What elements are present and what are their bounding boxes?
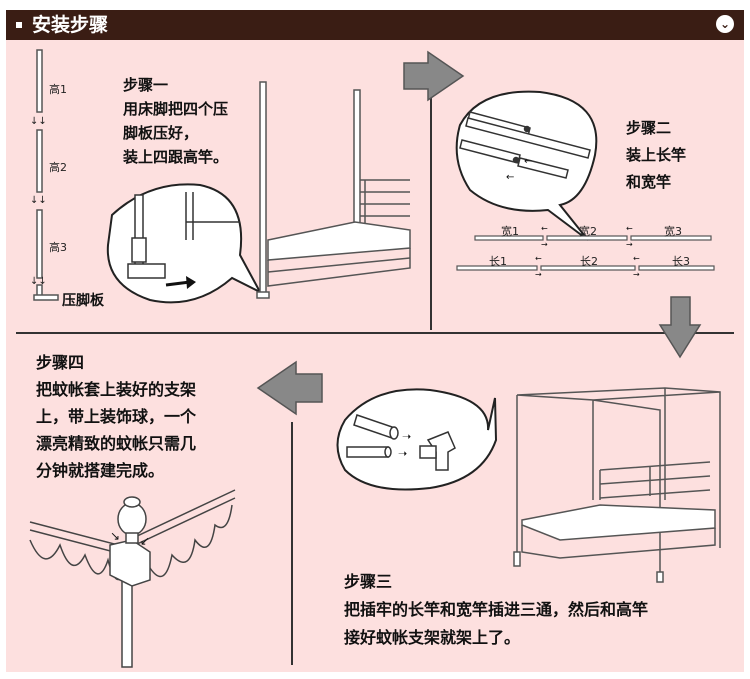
step1-line-3: 装上四跟高竿。: [123, 148, 229, 166]
svg-text:→: →: [626, 240, 633, 249]
step3-line-1: 把插牢的长竿和宽竿插进三通，然后和高竿: [344, 600, 649, 619]
step2-line-1: 装上长竿: [626, 146, 687, 164]
section-header: 安装步骤 ⌄: [6, 10, 744, 40]
step3-title: 步骤三: [344, 572, 393, 591]
svg-text:→: →: [633, 270, 640, 279]
length-rod-label-3: 长3: [672, 255, 690, 268]
step4-line-4: 分钟就搭建完成。: [36, 461, 165, 480]
step1-bed-illustration: [256, 81, 411, 299]
svg-text:↓↓: ↓↓: [30, 276, 47, 287]
length-rod-label-2: 长2: [580, 255, 598, 268]
step4-line-1: 把蚊帐套上装好的支架: [36, 380, 197, 399]
gray-arrow-right-icon: [403, 50, 465, 102]
svg-text:➝: ➝: [402, 430, 411, 443]
width-rod-label-2: 宽2: [579, 225, 597, 238]
svg-text:→: →: [541, 240, 548, 249]
gray-arrow-down-icon: [658, 296, 702, 359]
step4-canopy-corner: [29, 489, 236, 668]
step1-zoom-bubble: [106, 183, 263, 304]
width-rod-label-3: 宽3: [664, 225, 682, 238]
svg-text:←: ←: [524, 156, 532, 167]
svg-text:←: ←: [506, 172, 514, 183]
length-rod-label-1: 长1: [489, 255, 507, 268]
step4-title: 步骤四: [36, 353, 85, 372]
step2-length-rods: [456, 265, 715, 271]
step2-title: 步骤二: [626, 119, 672, 137]
svg-text:→: →: [535, 270, 542, 279]
header-bullet: [16, 22, 22, 28]
step2-width-rods: [474, 235, 712, 241]
step3-line-2: 接好蚊帐支架就架上了。: [344, 628, 521, 647]
chevron-down-icon[interactable]: ⌄: [716, 15, 734, 33]
svg-text:➝: ➝: [398, 447, 407, 460]
step2-zoom-bubble: ← ←: [455, 90, 598, 241]
step2-rod-arrows: →← →← →← →←: [535, 224, 640, 279]
step1-title: 步骤一: [123, 76, 169, 94]
svg-text:←: ←: [633, 254, 640, 263]
step1-line-2: 脚板压好，: [123, 124, 199, 142]
svg-text:↘: ↘: [110, 529, 120, 543]
svg-text:←: ←: [535, 254, 542, 263]
svg-text:←: ←: [541, 224, 548, 233]
svg-text:↙: ↙: [140, 534, 150, 548]
section-title: 安装步骤: [32, 14, 109, 36]
step1-down-arrows: ↓↓ ↓↓ ↓↓: [30, 116, 47, 287]
svg-text:↓↓: ↓↓: [30, 116, 47, 127]
gray-arrow-left-icon: [256, 360, 323, 416]
step3-canopy-bed: [513, 387, 721, 583]
step4-line-3: 漂亮精致的蚊帐只需几: [36, 434, 197, 453]
base-plate-label: 压脚板: [62, 293, 104, 309]
svg-text:↓↓: ↓↓: [30, 195, 47, 206]
step4-pointer-arrows: ↘ ↙: [110, 529, 150, 548]
step3-zoom-bubble: ➝ ➝: [336, 388, 498, 491]
width-rod-label-1: 宽1: [501, 225, 519, 238]
pole-label-1: 高1: [49, 83, 67, 96]
step4-line-2: 上，带上装饰球，一个: [36, 407, 197, 426]
pole-label-2: 高2: [49, 161, 67, 174]
step1-pole-column: [33, 49, 59, 301]
pole-label-3: 高3: [49, 241, 67, 254]
svg-text:←: ←: [626, 224, 633, 233]
panel-dividers: [16, 98, 734, 665]
step1-line-1: 用床脚把四个压: [123, 100, 229, 118]
step2-line-2: 和宽竿: [626, 173, 672, 191]
